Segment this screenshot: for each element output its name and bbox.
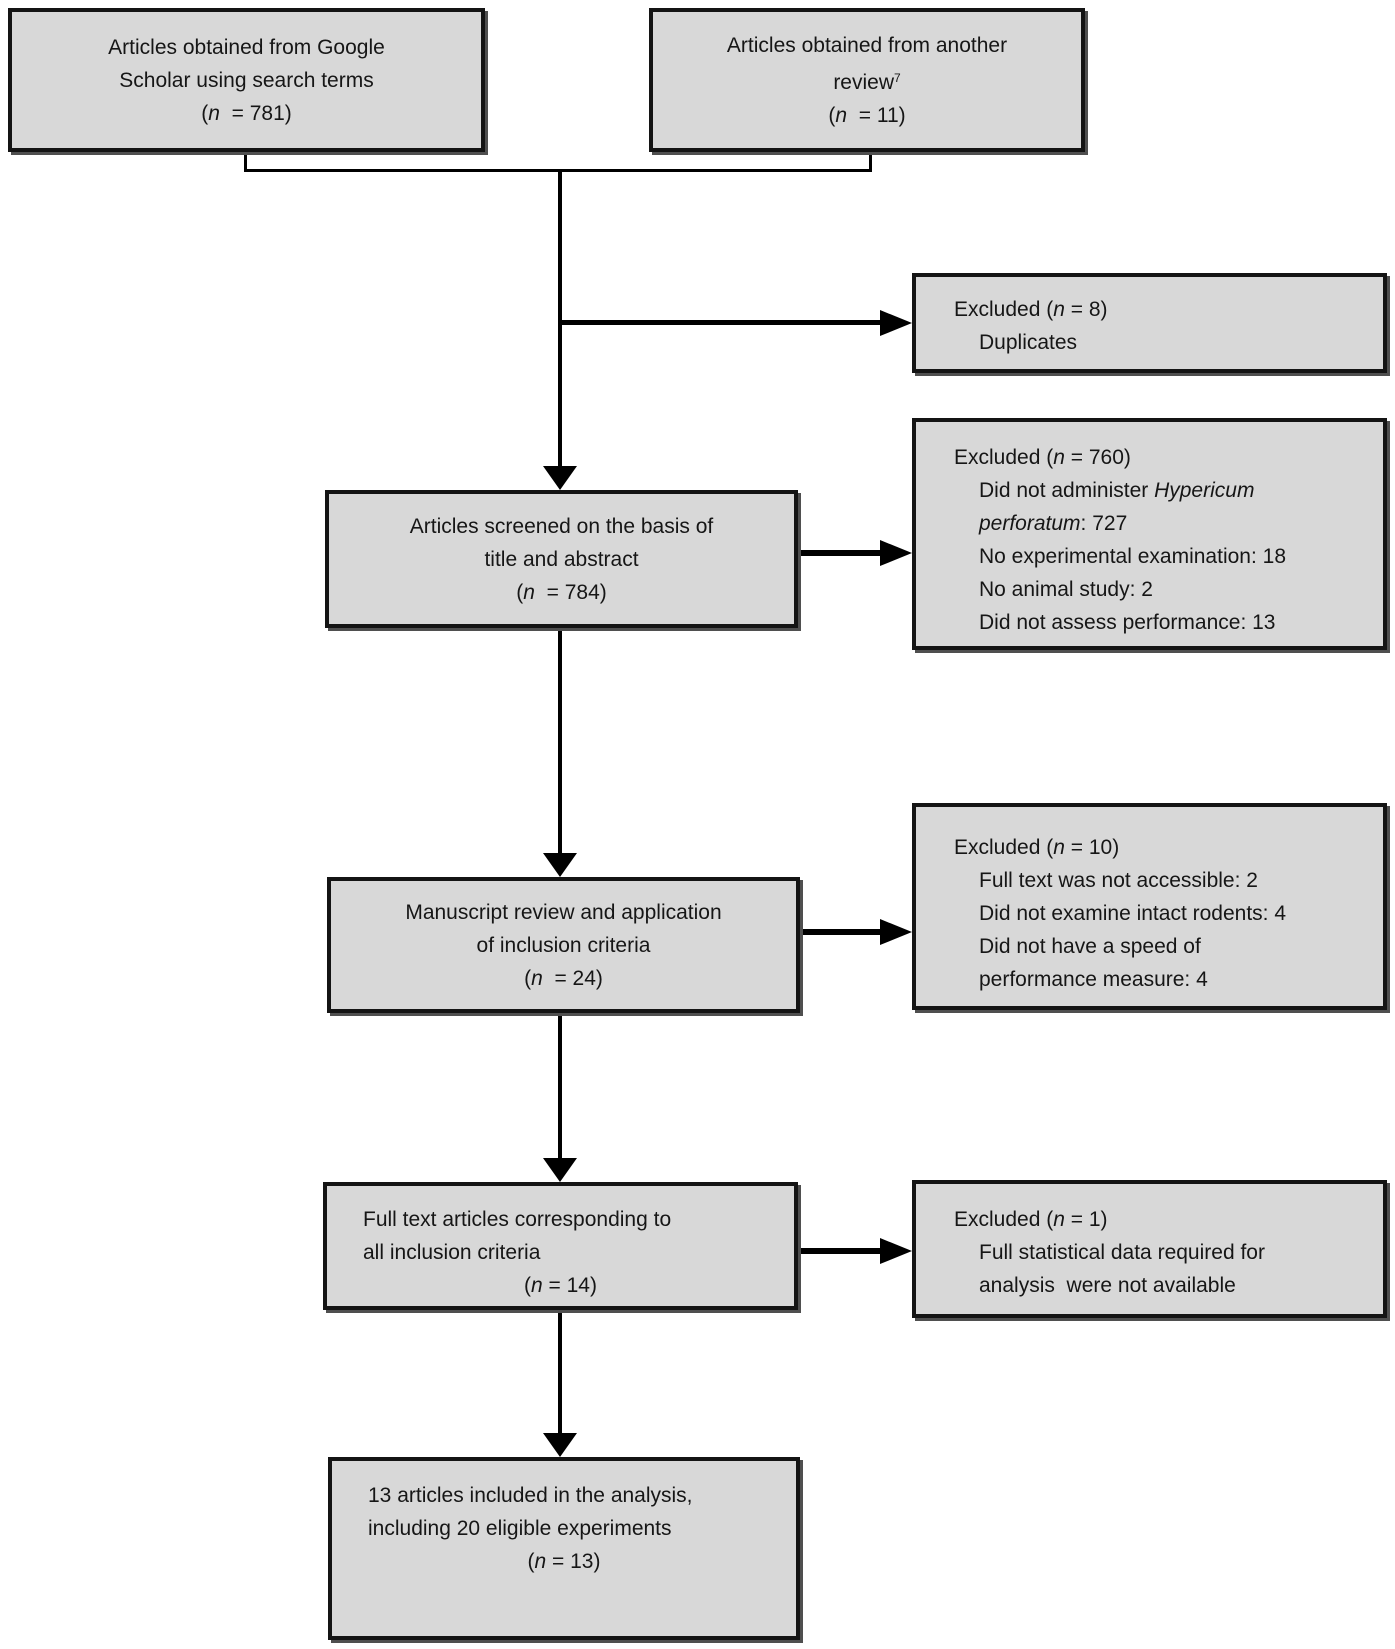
- flow-line-to-fulltext: [558, 1013, 562, 1162]
- excluded-item: No animal study: 2: [979, 578, 1153, 601]
- box-text-line: Manuscript review and application: [405, 900, 722, 924]
- excluded-item: perforatum: 727: [954, 507, 1383, 540]
- box-text-line: Articles obtained from another: [726, 33, 1008, 57]
- arrowhead-down-final: [543, 1433, 577, 1457]
- species-name-italic: perforatum: [979, 512, 1081, 535]
- count-n-italic: n: [531, 1274, 543, 1297]
- count-value: = 24): [542, 966, 603, 990]
- box-text-line: review7: [833, 62, 900, 99]
- count-n-italic: n: [1053, 1208, 1065, 1231]
- count-line: (n = 14): [363, 1269, 794, 1302]
- count-n-italic: n: [1053, 836, 1065, 859]
- box-manuscript-review: Manuscript review and application of inc…: [327, 877, 800, 1013]
- box-text-line: Articles screened on the basis of: [409, 514, 714, 538]
- count-line: (n = 13): [368, 1545, 796, 1578]
- count-open: (: [828, 103, 836, 127]
- excluded-header: Excluded (n = 10): [954, 831, 1383, 864]
- count-value: = 8): [1064, 298, 1108, 321]
- flow-line-to-final: [558, 1310, 562, 1437]
- arrowhead-right-excluded-760: [880, 540, 912, 566]
- box-text-line: Full text articles corresponding to: [363, 1208, 672, 1231]
- box-text-line: 13 articles included in the analysis,: [368, 1484, 693, 1507]
- excluded-item: Did not administer Hypericum: [954, 474, 1383, 507]
- excluded-header: Excluded (n = 8): [954, 293, 1383, 326]
- arrowhead-down-manuscript: [543, 853, 577, 877]
- box-included-final: 13 articles included in the analysis, in…: [328, 1457, 800, 1640]
- box-excluded-1: Excluded (n = 1) Full statistical data r…: [912, 1180, 1387, 1318]
- count-value: = 781): [219, 101, 292, 125]
- item-text: Did not administer: [979, 479, 1155, 502]
- count-line: (n = 11): [828, 99, 905, 132]
- branch-line-excluded-760: [796, 550, 880, 556]
- count-open: (: [524, 1274, 531, 1297]
- excluded-item: No experimental examination: 18: [979, 545, 1287, 568]
- count-value: = 1): [1064, 1208, 1108, 1231]
- box-excluded-duplicates: Excluded (n = 8) Duplicates: [912, 273, 1387, 373]
- excluded-item: analysis were not available: [979, 1274, 1236, 1297]
- box-excluded-760: Excluded (n = 760) Did not administer Hy…: [912, 418, 1387, 650]
- count-n-italic: n: [1053, 298, 1065, 321]
- flow-line-to-manuscript: [558, 628, 562, 857]
- excluded-header: Excluded (n = 1): [954, 1203, 1383, 1236]
- box-text-line: title and abstract: [484, 547, 639, 571]
- count-value: = 784): [534, 580, 607, 604]
- review-word: review: [833, 70, 894, 94]
- box-fulltext-articles: Full text articles corresponding to all …: [323, 1182, 798, 1310]
- arrowhead-right-excluded-duplicates: [880, 310, 912, 336]
- reference-superscript: 7: [894, 70, 901, 85]
- count-n-italic: n: [835, 103, 848, 127]
- box-articles-screened: Articles screened on the basis of title …: [325, 490, 798, 628]
- excluded-label: Excluded (: [954, 1208, 1054, 1231]
- branch-line-excluded-1: [796, 1248, 880, 1254]
- count-n-italic: n: [208, 101, 220, 125]
- count-line: (n = 784): [516, 576, 607, 609]
- branch-line-excluded-10: [798, 929, 880, 935]
- item-text: : 727: [1080, 512, 1128, 535]
- count-value: = 11): [847, 103, 906, 127]
- box-articles-another-review: Articles obtained from another review7 (…: [649, 8, 1085, 152]
- count-n-italic: n: [1053, 446, 1065, 469]
- count-n-italic: n: [523, 580, 535, 604]
- arrowhead-right-excluded-1: [880, 1238, 912, 1264]
- box-text-line: all inclusion criteria: [363, 1241, 541, 1264]
- count-value: = 10): [1064, 836, 1120, 859]
- box-text-line: including 20 eligible experiments: [368, 1517, 672, 1540]
- branch-line-excluded-duplicates: [558, 320, 880, 325]
- box-articles-google-scholar: Articles obtained from Google Scholar us…: [8, 8, 485, 152]
- count-open: (: [524, 966, 532, 990]
- count-line: (n = 24): [524, 962, 603, 995]
- connector-stub-google: [244, 152, 247, 172]
- arrowhead-right-excluded-10: [880, 919, 912, 945]
- box-excluded-10: Excluded (n = 10) Full text was not acce…: [912, 803, 1387, 1010]
- arrowhead-down-screened: [543, 466, 577, 490]
- excluded-label: Excluded (: [954, 446, 1054, 469]
- species-name-italic: Hypericum: [1154, 479, 1255, 502]
- box-text-line: Articles obtained from Google: [108, 35, 385, 59]
- excluded-header: Excluded (n = 760): [954, 441, 1383, 474]
- box-text-line: Scholar using search terms: [119, 68, 374, 92]
- excluded-item: performance measure: 4: [979, 968, 1208, 991]
- excluded-item: Duplicates: [979, 331, 1078, 354]
- excluded-item: Did not examine intact rodents: 4: [979, 902, 1287, 925]
- count-open: (: [527, 1550, 535, 1573]
- excluded-label: Excluded (: [954, 836, 1054, 859]
- count-value: = 14): [542, 1274, 597, 1297]
- count-value: = 760): [1064, 446, 1131, 469]
- count-value: = 13): [546, 1550, 601, 1573]
- excluded-item: Did not assess performance: 13: [979, 611, 1276, 634]
- count-open: (: [201, 101, 209, 125]
- excluded-label: Excluded (: [954, 298, 1054, 321]
- excluded-item: Full statistical data required for: [979, 1241, 1265, 1264]
- box-text-line: of inclusion criteria: [476, 933, 651, 957]
- count-open: (: [516, 580, 524, 604]
- excluded-item: Did not have a speed of: [979, 935, 1201, 958]
- excluded-item: Full text was not accessible: 2: [979, 869, 1258, 892]
- count-line: (n = 781): [201, 97, 292, 130]
- connector-stub-review: [869, 152, 872, 172]
- count-n-italic: n: [531, 966, 543, 990]
- count-n-italic: n: [534, 1550, 547, 1573]
- arrowhead-down-fulltext: [543, 1158, 577, 1182]
